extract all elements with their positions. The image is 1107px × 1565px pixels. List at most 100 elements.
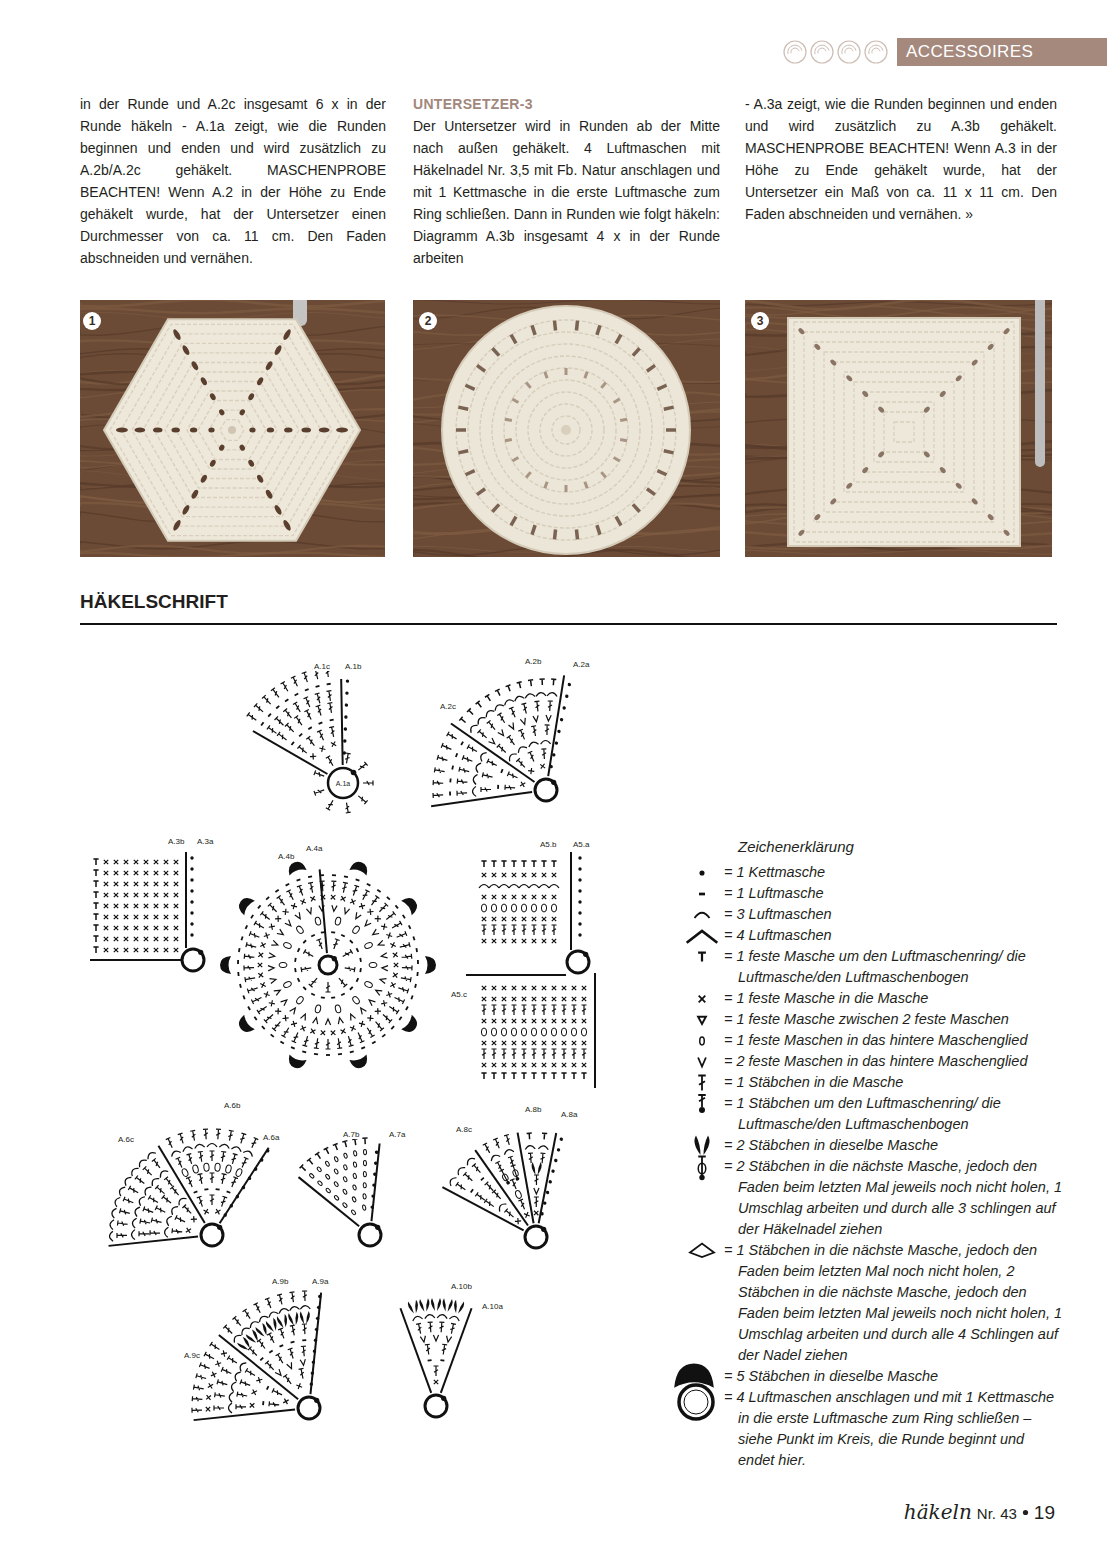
stitch-symbol-part [487, 759, 498, 768]
stitch-symbol [400, 975, 411, 982]
stitch-symbol-part [325, 1174, 330, 1180]
stitch-symbol [340, 896, 345, 901]
stitch-symbol [528, 768, 534, 774]
stitch-symbol-part [192, 1396, 202, 1402]
stitch-symbol [210, 1173, 215, 1183]
photo-part [532, 525, 535, 535]
stitch-symbol-part [521, 861, 526, 867]
stitch-symbol-part [124, 871, 128, 875]
stitch-symbol [532, 1162, 542, 1175]
chart-line [371, 1144, 379, 1222]
stitch-symbol-part [532, 986, 536, 990]
photo-part [1003, 327, 1011, 335]
stitch-symbol [572, 986, 576, 990]
stitch-symbol [134, 871, 138, 875]
stitch-symbol-part [114, 915, 118, 919]
stitch-symbol [124, 871, 128, 875]
stitch-symbol [258, 963, 262, 967]
stitch-symbol [272, 1020, 282, 1031]
stitch-symbol-part [177, 1196, 187, 1205]
stitch-symbol-part [528, 1153, 534, 1163]
stitch-symbol-part [462, 755, 473, 763]
stitch-symbol-part [531, 904, 536, 912]
stitch-symbol [560, 718, 564, 722]
photo-part [284, 428, 293, 433]
stitch-symbol-part [467, 745, 478, 754]
stitch-symbol-part [491, 1028, 496, 1036]
stitch-symbol-part [204, 1163, 210, 1171]
stitch-symbol [283, 909, 289, 915]
stitch-symbol [239, 984, 241, 988]
stitch-symbol [264, 1013, 275, 1023]
stitch-symbol [522, 917, 526, 921]
stitch-symbol-part [93, 903, 98, 909]
stitch-symbol-part [254, 921, 265, 930]
stitch-symbol-part [134, 948, 138, 952]
stitch-symbol-part [314, 1038, 320, 1049]
stitch-symbol [552, 1005, 557, 1015]
stitch-symbol-part [449, 792, 451, 796]
stitch-symbol-part [359, 1021, 365, 1027]
stitch-symbol [274, 988, 282, 995]
stitch-symbol [552, 873, 556, 877]
stitch-symbol-part [463, 1172, 474, 1182]
stitch-symbol-part [283, 909, 289, 915]
stitch-symbol [493, 1138, 501, 1149]
stitch-symbol [269, 1000, 275, 1006]
stitch-symbol-part [114, 948, 118, 952]
stitch-symbol-part [482, 925, 487, 935]
stitch-symbol-part [521, 1073, 526, 1079]
stitch-symbol [164, 915, 168, 919]
stitch-symbol-part [361, 890, 370, 901]
stitch-symbol-part [238, 948, 240, 952]
stitch-symbol-part [473, 774, 478, 784]
stitch-symbol [190, 878, 193, 881]
stitch-symbol-part [518, 1199, 526, 1210]
stitch-symbol-part [315, 917, 322, 926]
photo-part [601, 383, 605, 388]
stitch-symbol [516, 758, 526, 769]
photo-part [480, 344, 652, 516]
stitch-symbol [321, 997, 325, 999]
stitch-symbol-part [144, 904, 148, 908]
stitch-symbol-part [527, 1133, 533, 1139]
stitch-symbol-part [114, 882, 118, 886]
stitch-symbol-part [114, 937, 118, 941]
stitch-symbol [93, 947, 98, 953]
stitch-symbol-part [104, 860, 108, 864]
stitch-symbol-part [578, 878, 581, 881]
stitch-symbol-part [274, 988, 282, 995]
photo-part [282, 328, 292, 341]
stitch-symbol-part [522, 997, 526, 1001]
stitch-symbol [314, 1053, 318, 1055]
stitch-symbol-part [363, 1160, 366, 1165]
stitch-symbol [283, 941, 292, 949]
stitch-symbol [316, 1166, 322, 1172]
stitch-symbol [336, 1038, 342, 1049]
stitch-symbol-part [93, 914, 98, 920]
stitch-symbol [495, 1161, 504, 1172]
stitch-symbol [300, 1025, 306, 1031]
stitch-symbol [578, 900, 581, 903]
stitch-symbol [409, 925, 411, 929]
stitch-symbol-part [317, 1180, 323, 1186]
stitch-symbol [350, 899, 356, 905]
stitch-symbol [506, 685, 513, 692]
stitch-symbol [301, 965, 312, 972]
stitch-symbol-part [413, 936, 414, 940]
stitch-symbol-part [300, 1165, 308, 1173]
stitch-symbol [295, 995, 304, 1004]
stitch-symbol-part [352, 1185, 356, 1191]
stitch-symbol-part [280, 1041, 283, 1043]
stitch-symbol-part [532, 873, 536, 877]
stitch-symbol-part [391, 921, 402, 930]
stitch-symbol-part [501, 1173, 509, 1182]
yarn-icon-part [791, 48, 799, 53]
stitch-symbol [93, 903, 98, 909]
stitch-symbol [353, 1173, 357, 1179]
stitch-symbol [534, 1211, 538, 1215]
stitch-symbol [146, 1150, 156, 1159]
stitch-symbol-part [227, 1191, 231, 1192]
stitch-symbol [528, 751, 537, 762]
stitch-symbol [281, 998, 289, 1006]
